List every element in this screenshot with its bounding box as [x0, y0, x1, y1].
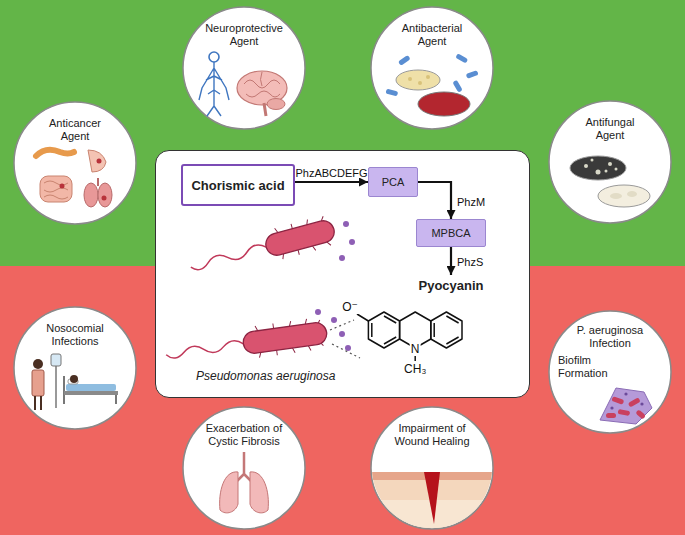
intermediate-box: MPBCA	[416, 219, 486, 247]
enzyme-label-holder: PhzABCDEFG	[295, 163, 367, 181]
benefit-circle: Antifungal Agent	[548, 100, 672, 224]
atom-label-holder: N	[410, 339, 421, 357]
substrate-box: Chorismic acid	[181, 164, 295, 206]
benefit-circle: Antibacterial Agent	[370, 6, 494, 130]
harm-band	[0, 266, 685, 535]
bacterium-icon	[187, 213, 338, 282]
pathway-arrow	[450, 247, 452, 275]
organism-name: Pseudomonas aeruginosa	[196, 369, 396, 384]
circle-shape	[371, 407, 493, 529]
circle-shape	[549, 101, 671, 223]
circle-label: P. aeruginosa Infection	[570, 324, 650, 350]
hospital-icon	[32, 354, 118, 410]
organs-icon	[36, 150, 112, 207]
enzyme-label-holder: PhzM	[457, 192, 485, 210]
circle-shape	[14, 307, 136, 429]
benefit-circle: Anticancer Agent	[13, 101, 137, 225]
circle-label: Anticancer Agent	[40, 117, 110, 143]
circle-shape	[183, 7, 305, 129]
circle-shape	[549, 311, 671, 433]
atom-label-holder: O⁻	[341, 297, 359, 315]
circle-label: Nosocomial Infections	[35, 322, 115, 348]
pyocyanin-structure	[357, 312, 462, 361]
atom-label: O⁻	[341, 301, 359, 314]
circle-shape	[14, 102, 136, 224]
nervous-system-icon	[199, 52, 229, 116]
enzyme-label: PhzM	[457, 196, 485, 209]
petri-dish-icon	[385, 53, 478, 116]
harm-circle: Exacerbation of Cystic Fibrosis	[182, 406, 306, 530]
enzyme-label: PhzABCDEFG	[295, 167, 367, 180]
atom-label: CH₃	[403, 363, 427, 376]
fungal-dish-icon	[570, 156, 650, 207]
bacterium-icon	[164, 316, 329, 370]
benefit-circle: Neuroprotective Agent	[182, 6, 306, 130]
box-label: Chorismic acid	[191, 179, 284, 192]
intermediate-box: PCA	[368, 167, 418, 197]
pathway-arrow	[418, 182, 451, 219]
brain-icon	[237, 71, 287, 116]
lungs-icon	[220, 452, 269, 513]
enzyme-label-holder: PhzS	[457, 252, 483, 270]
box-label: PCA	[382, 176, 405, 189]
atom-label: N	[410, 343, 421, 356]
pathway-arrow	[295, 181, 368, 183]
box-label: Pyocyanin	[418, 279, 483, 292]
circle-label: Impairment of Wound Healing	[384, 422, 480, 448]
harm-circle: Impairment of Wound Healing	[370, 406, 494, 530]
circle-label: Antibacterial Agent	[392, 22, 472, 48]
circle-label: Biofilm Formation	[558, 354, 616, 380]
box-label: MPBCA	[431, 227, 470, 240]
skin-wound-icon	[370, 472, 494, 535]
pathway-panel: Pseudomonas aeruginosa Chorismic acid PCA M…	[155, 150, 530, 398]
biofilm-icon	[600, 388, 652, 424]
zoom-lines	[330, 320, 360, 358]
circle-label: Neuroprotective Agent	[196, 22, 292, 48]
pigment-dots	[315, 221, 355, 351]
circle-shape	[183, 407, 305, 529]
product-label: Pyocyanin	[381, 275, 521, 295]
harm-circle: Nosocomial Infections	[13, 306, 137, 430]
circle-shape	[371, 7, 493, 129]
circle-label: Antifungal Agent	[575, 116, 645, 142]
enzyme-label: PhzS	[457, 256, 483, 269]
atom-label-holder: CH₃	[403, 359, 427, 377]
circle-label: Exacerbation of Cystic Fibrosis	[196, 422, 292, 448]
harm-circle: P. aeruginosa InfectionBiofilm Formation	[548, 310, 672, 434]
